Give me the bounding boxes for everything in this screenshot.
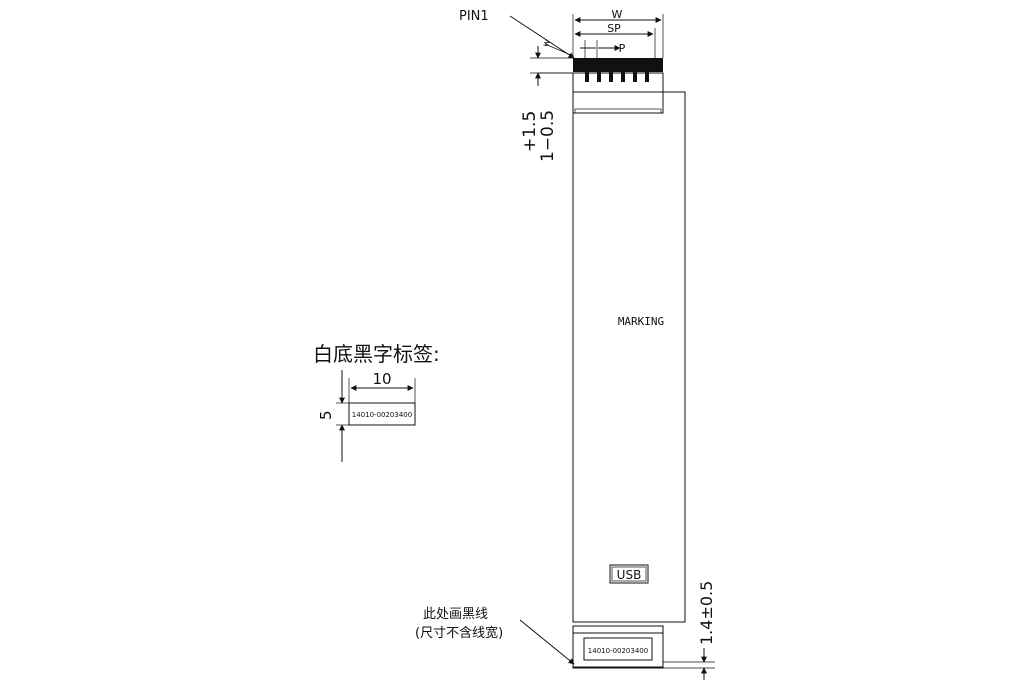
bottom-tolerance-dimension: 1.4±0.5 — [663, 581, 716, 680]
top-tolerance-upper: +1.5 — [520, 111, 540, 152]
top-connector — [572, 58, 664, 114]
note-line1: 此处画黑线 — [423, 607, 488, 622]
bottom-label-code: 14010-00203400 — [588, 647, 648, 655]
bottom-connector: 14010-00203400 — [572, 625, 664, 669]
black-line-note: 此处画黑线 (尺寸不含线宽) — [415, 607, 575, 665]
label-spec-box — [348, 402, 416, 426]
label-spec: 白底黑字标签: 14010-00203400 10 5 — [313, 342, 440, 462]
pin1-callout: PIN1 — [459, 9, 575, 59]
usb-label: USB — [617, 568, 642, 582]
pin1-label: PIN1 — [459, 9, 489, 24]
connector-pin-bar — [573, 58, 663, 72]
cable-hatched-body — [572, 91, 686, 623]
top-tolerance-dimension: +1.5 1−0.5 — [520, 46, 573, 162]
label-width-dim: 10 — [372, 370, 391, 388]
note-line2: (尺寸不含线宽) — [415, 625, 503, 641]
label-title: 白底黑字标签: — [313, 342, 440, 366]
label-spec-code: 14010-00203400 — [352, 411, 412, 419]
cable-body — [572, 91, 686, 623]
marking-label: MARKING — [618, 315, 664, 328]
top-tolerance-lower: 1−0.5 — [538, 110, 558, 162]
connector-white-gap — [574, 108, 662, 114]
usb-box: USB — [609, 564, 649, 584]
dim-small-label: w — [541, 38, 553, 48]
top-dimensions: W SP P w — [541, 8, 664, 58]
marking-area: MARKING — [612, 312, 670, 328]
dim-sp-label: SP — [607, 22, 621, 35]
cable-outline — [572, 91, 686, 623]
label-height-dim: 5 — [317, 410, 335, 420]
dim-p-label: P — [619, 42, 626, 55]
connector-pins — [585, 70, 649, 82]
bottom-label-box — [583, 637, 653, 661]
bottom-tolerance-label: 1.4±0.5 — [697, 581, 716, 645]
dim-w-label: W — [612, 8, 623, 21]
